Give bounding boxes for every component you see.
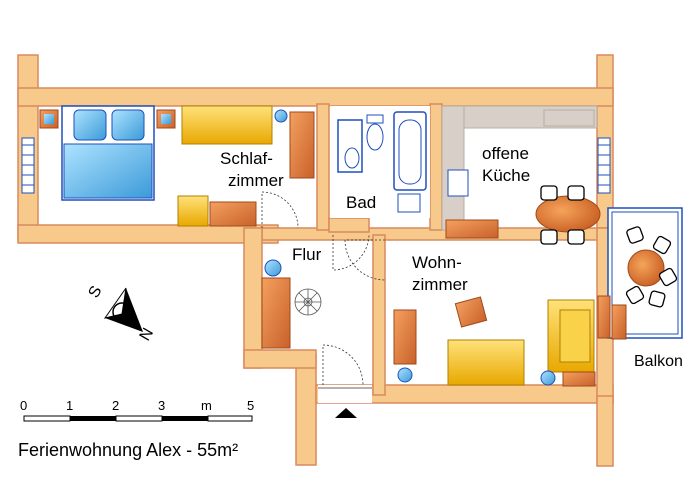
entrance-opening xyxy=(318,385,372,403)
living-room-door xyxy=(344,239,386,281)
plan-caption: Ferienwohnung Alex - 55m² xyxy=(18,440,238,460)
bedroom-furniture xyxy=(39,105,315,227)
compass-north: N xyxy=(137,325,158,344)
label-wohnzimmer-2: zimmer xyxy=(412,275,468,294)
window-right xyxy=(597,137,611,194)
label-kueche-2: Küche xyxy=(482,166,530,185)
scale-tick-2: 2 xyxy=(112,398,119,413)
label-balkon: Balkon xyxy=(634,353,683,370)
scale-tick-5: 5 xyxy=(247,398,254,413)
hallway-furniture xyxy=(261,259,322,349)
label-schlafzimmer-2: zimmer xyxy=(228,171,284,190)
compass-icon: S N xyxy=(85,283,157,344)
label-bad: Bad xyxy=(346,193,376,212)
entrance-door xyxy=(322,344,364,386)
bathroom-door xyxy=(332,234,370,271)
balcony-furniture xyxy=(625,226,678,308)
window-left xyxy=(21,137,35,194)
walls xyxy=(17,54,614,467)
scale-tick-3: 3 xyxy=(158,398,165,413)
compass-south: S xyxy=(85,283,105,301)
ceiling-lamp-icon xyxy=(294,288,322,316)
label-kueche-1: offene xyxy=(482,144,529,163)
bathroom-fixtures xyxy=(330,106,430,218)
label-flur: Flur xyxy=(292,245,322,264)
label-wohnzimmer-1: Wohn- xyxy=(412,253,462,272)
scale-tick-0: 0 xyxy=(20,398,27,413)
living-room-furniture xyxy=(393,296,627,387)
entrance-arrow-icon xyxy=(335,408,357,418)
bedroom-door xyxy=(261,191,299,229)
balcony-door xyxy=(597,295,611,339)
kitchen-fixtures xyxy=(441,105,601,245)
label-schlafzimmer-1: Schlaf- xyxy=(220,149,273,168)
scale-tick-1: 1 xyxy=(66,398,73,413)
scale-tick-4: m xyxy=(201,398,212,413)
scale-bar: 0 1 2 3 m 5 xyxy=(20,398,254,422)
